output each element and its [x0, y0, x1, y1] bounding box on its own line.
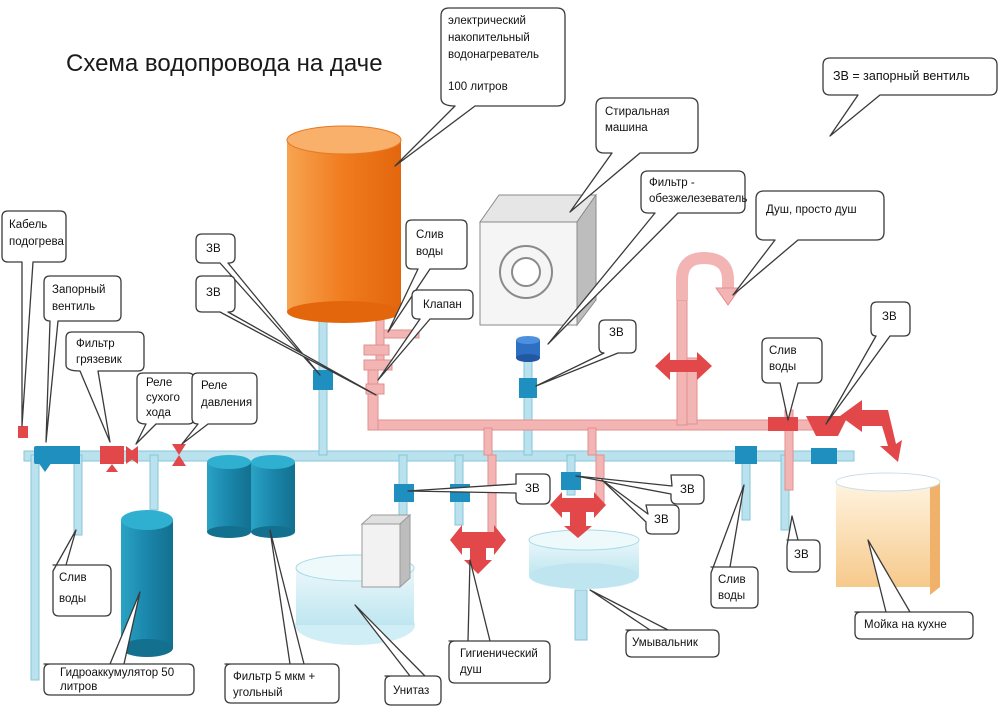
drain-heater-label-line1: Слив — [416, 229, 444, 241]
mud-filter-label-line2: грязевик — [76, 354, 122, 366]
drain-heater-label-line2: воды — [416, 246, 444, 258]
zv-label-6: ЗВ — [680, 484, 695, 496]
zv-label-8: ЗВ — [794, 549, 809, 561]
washbasin — [528, 529, 640, 589]
cable-label-line1: Кабель — [9, 219, 48, 231]
cable-label-line2: подогрева — [9, 236, 64, 248]
toilet — [295, 513, 415, 645]
shutoff-valves-cold — [34, 370, 837, 502]
heater-label-line1: электрический — [448, 15, 526, 27]
water-heater — [286, 125, 402, 323]
dry-run-relay-label-line3: хода — [146, 407, 171, 419]
pressure-relay-label-line1: Реле — [201, 380, 228, 392]
washing-machine — [479, 193, 597, 327]
washer-label-line1: Стиральная — [605, 106, 670, 118]
drain-cold-label-line2: воды — [718, 590, 746, 602]
drain-cold-label-line1: Слив — [718, 574, 746, 586]
kitchen-sink — [835, 472, 941, 595]
valve-label-line1: Запорный — [52, 284, 106, 296]
hygiene-shower-label-line1: Гигиенический — [460, 648, 538, 660]
iron-filter-label-line2: обезжелезеватель — [649, 193, 748, 205]
kitchen-sink-label: Мойка на кухне — [864, 619, 947, 631]
iron-removal-filter — [516, 336, 540, 362]
zv-label-4: ЗВ — [882, 311, 897, 323]
dry-run-relay-label-line2: сухого — [146, 392, 180, 404]
heater-label-line3: водонагреватель — [448, 49, 539, 61]
zv-label-5: ЗВ — [525, 483, 540, 495]
zv-label-3: ЗВ — [609, 327, 624, 339]
dry-run-relay-label-line1: Реле — [146, 377, 173, 389]
iron-filter-label-line1: Фильтр - — [649, 177, 695, 189]
hygiene-shower-label-line2: душ — [460, 664, 482, 676]
hydro-accumulator-label-line1: Гидроаккумулятор 50 — [60, 667, 175, 679]
heater-label-line4: 100 литров — [448, 81, 508, 93]
hydro-accumulator-label-line2: литров — [60, 681, 98, 693]
drain-main-label-line2: воды — [59, 593, 87, 605]
shower-head-icon — [676, 251, 734, 300]
washbasin-label: Умывальник — [632, 637, 698, 649]
pressure-relay-label-line2: давления — [201, 397, 253, 409]
zv-label-2: ЗВ — [206, 287, 221, 299]
valve-label-line2: вентиль — [52, 301, 96, 313]
cartridge-filters — [207, 455, 295, 538]
heater-label-line2: накопительный — [448, 32, 530, 44]
zv-label-7: ЗВ — [654, 514, 669, 526]
washer-label-line2: машина — [605, 122, 648, 134]
drain-main-label-line1: Слив — [59, 572, 87, 584]
cartridge-filter-label-line2: угольный — [233, 687, 283, 699]
shower-label: Душ, просто душ — [766, 204, 857, 216]
cartridge-filter-label-line1: Фильтр 5 мкм + — [233, 671, 316, 683]
hot-side-fittings — [18, 352, 902, 574]
klapan-label: Клапан — [423, 299, 462, 311]
toilet-label: Унитаз — [393, 685, 430, 697]
callout-bubbles — [1, 7, 998, 706]
drain-hot-label-line1: Слив — [769, 345, 797, 357]
zv-label-1: ЗВ — [206, 243, 221, 255]
legend-text: ЗВ = запорный вентиль — [833, 69, 970, 83]
drain-hot-label-line2: воды — [769, 361, 797, 373]
diagram-title: Схема водопровода на даче — [66, 50, 383, 77]
mud-filter-label-line1: Фильтр — [76, 338, 115, 350]
